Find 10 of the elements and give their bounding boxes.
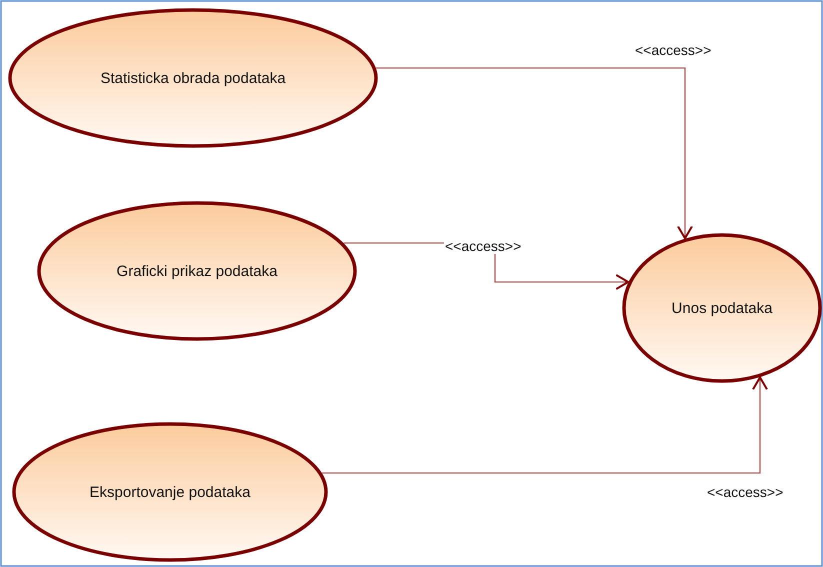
use-case-name: Eksportovanje podataka xyxy=(90,484,250,500)
use-case-ellipse xyxy=(12,422,328,562)
dependency-arrow xyxy=(376,67,693,240)
use-case-ellipse xyxy=(622,233,822,383)
dependency-arrow xyxy=(322,376,768,474)
use-case-ellipse xyxy=(8,8,378,148)
use-case-name: Statisticka obrada podataka xyxy=(100,70,286,86)
use-case-name: Unos podataka xyxy=(672,300,772,316)
use-case-name: Graficki prikaz podataka xyxy=(116,262,278,280)
use-case-ellipse xyxy=(37,201,357,341)
